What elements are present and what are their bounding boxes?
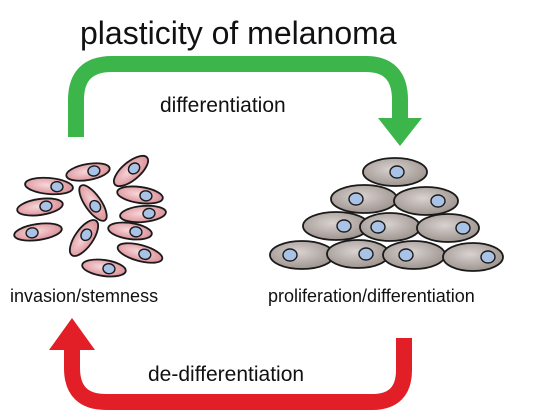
proliferative-cell-pile xyxy=(269,157,504,272)
spindle-cell xyxy=(107,221,153,241)
cell-nucleus xyxy=(370,220,386,234)
diagram-title: plasticity of melanoma xyxy=(80,15,397,51)
oval-cell xyxy=(326,239,390,269)
cell-body xyxy=(269,240,335,270)
differentiation-arrow xyxy=(68,56,422,146)
de-differentiation-arrow xyxy=(49,318,412,410)
cell-body xyxy=(302,211,370,241)
oval-cell xyxy=(393,186,459,216)
cell-nucleus xyxy=(138,248,152,261)
cell-nucleus xyxy=(480,250,496,264)
cell-body xyxy=(24,176,74,196)
de-differentiation-label: de-differentiation xyxy=(148,363,304,386)
cell-nucleus xyxy=(430,194,446,208)
spindle-cell xyxy=(65,162,111,182)
cell-nucleus xyxy=(127,162,141,175)
cell-nucleus xyxy=(80,228,93,242)
differentiation-label: differentiation xyxy=(160,94,286,117)
invasive-cell-cluster xyxy=(13,154,167,278)
spindle-cell xyxy=(24,176,74,196)
cell-nucleus xyxy=(142,207,156,220)
cell-body xyxy=(442,242,504,272)
cell-nucleus xyxy=(139,190,153,202)
proliferation-differentiation-label: proliferation/differentiation xyxy=(268,286,475,306)
cell-nucleus xyxy=(87,165,101,177)
cell-nucleus xyxy=(455,221,471,235)
oval-cell xyxy=(302,211,370,241)
cell-body xyxy=(382,240,446,270)
oval-cell xyxy=(269,240,335,270)
cell-nucleus xyxy=(348,192,364,206)
cell-nucleus xyxy=(25,227,39,239)
cell-nucleus xyxy=(129,226,143,238)
oval-cell xyxy=(382,240,446,270)
cell-body xyxy=(359,212,421,242)
spindle-cell xyxy=(119,204,167,224)
cell-body xyxy=(393,186,459,216)
oval-cell xyxy=(442,242,504,272)
spindle-cell xyxy=(68,219,100,257)
cell-nucleus xyxy=(282,248,298,262)
invasion-stemness-label: invasion/stemness xyxy=(10,286,158,306)
cell-nucleus xyxy=(50,180,64,193)
cell-body xyxy=(330,184,398,214)
oval-cell xyxy=(359,212,421,242)
spindle-cell xyxy=(81,258,127,278)
oval-cell xyxy=(416,213,480,243)
spindle-cell xyxy=(116,242,164,264)
spindle-cell xyxy=(13,222,63,242)
oval-cell xyxy=(362,157,428,187)
cell-body xyxy=(416,213,480,243)
oval-cell xyxy=(330,184,398,214)
cell-nucleus xyxy=(39,200,53,212)
spindle-cell xyxy=(113,154,149,188)
cell-nucleus xyxy=(358,247,374,261)
cell-nucleus xyxy=(336,219,352,233)
cell-body xyxy=(326,239,390,269)
cell-nucleus xyxy=(389,165,405,179)
cell-nucleus xyxy=(102,262,116,275)
cell-nucleus xyxy=(398,248,414,262)
spindle-cell xyxy=(78,184,108,222)
spindle-cell xyxy=(16,197,64,217)
spindle-cell xyxy=(116,185,164,205)
cell-nucleus xyxy=(89,199,102,213)
